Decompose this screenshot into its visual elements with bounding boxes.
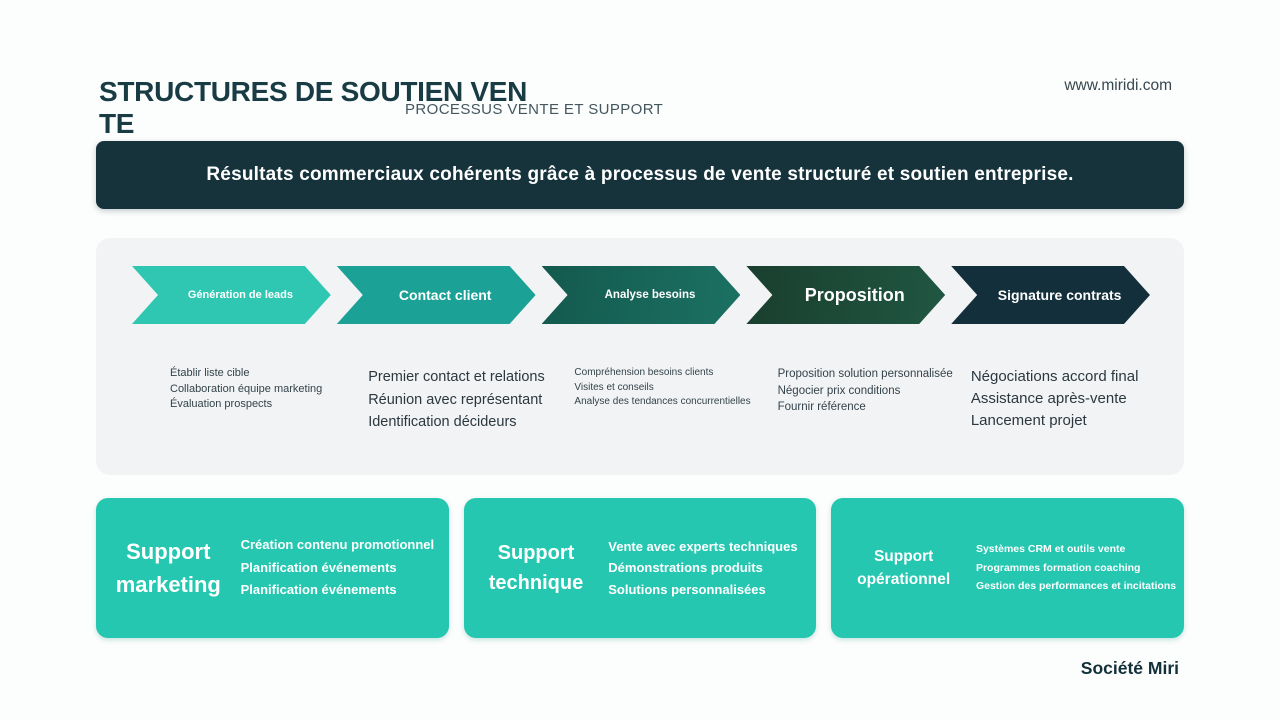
support-card-marketing: Support marketing Création contenu promo… [96,498,449,638]
process-detail-item: Visites et conseils [574,381,654,393]
company-name: Société Miri [1080,658,1179,678]
process-step-details: Négociations accord final Assistance apr… [963,366,1150,434]
process-step-label: Génération de leads [187,289,293,301]
process-detail-item: Analyse des tendances concurrentielles [574,396,751,407]
support-card-item: Solutions personnalisées [608,581,766,597]
process-step-details: Premier contact et relations Réunion ave… [355,366,547,434]
process-step-proposition: Proposition [746,266,945,324]
process-detail-item: Négociations accord final [970,368,1139,385]
support-card-item: Création contenu promotionnel [240,537,435,553]
process-detail-item: Compréhension besoins clients [574,367,714,378]
process-step-label: Contact client [398,287,492,303]
page-title-line-1: STRUCTURES DE SOUTIEN VEN [99,76,528,107]
process-step-label: Signature contrats [997,287,1122,303]
process-detail-item: Premier contact et relations [368,369,545,385]
process-step-details: Établir liste cible Collaboration équipe… [132,366,349,434]
process-detail-item: Lancement projet [970,412,1087,429]
process-panel: Génération de leads Contact client Analy… [96,238,1184,475]
support-card-title: Support opérationnel [857,547,951,588]
support-card-item: Gestion des performances et incitations [975,580,1177,593]
process-detail-item: Collaboration équipe marketing [170,382,323,395]
process-detail-item: Établir liste cible [170,367,250,379]
website-url: www.miridi.com [1064,77,1172,94]
support-card-item: Systèmes CRM et outils vente [975,543,1126,556]
support-card-list: Création contenu promotionnel Planificat… [241,534,449,602]
support-card-item: Planification événements [240,582,397,598]
process-detail-item: Proposition solution personnalisée [777,368,953,380]
key-message-text: Résultats commerciaux cohérents grâce à … [206,164,1074,185]
process-step-label: Analyse besoins [604,289,696,301]
process-step-generation-leads: Génération de leads [132,266,331,324]
page-title-line-2: TE [99,107,135,139]
process-step-analyse-besoins: Analyse besoins [542,266,741,324]
support-card-operationnel: Support opérationnel Systèmes CRM et out… [831,498,1186,638]
support-card-technique: Support technique Vente avec experts tec… [463,498,817,638]
support-card-item: Planification événements [240,559,397,575]
support-card-title: Support marketing [115,539,221,597]
page-title: STRUCTURES DE SOUTIEN VEN TE [99,76,527,140]
support-card-item: Programmes formation coaching [975,561,1141,574]
process-detail-item: Réunion avec représentant [368,391,543,408]
support-card-title: Support technique [488,542,584,594]
process-detail-item: Assistance après-vente [970,390,1127,407]
process-details-row: Établir liste cible Collaboration équipe… [132,366,1150,434]
process-step-signature-contrats: Signature contrats [951,266,1150,324]
process-step-contact-client: Contact client [337,266,536,324]
support-card-list: Vente avec experts techniques Démonstrat… [608,536,816,601]
process-detail-item: Fournir référence [777,401,866,413]
page-subtitle: PROCESSUS VENTE ET SUPPORT [405,101,664,118]
process-detail-item: Identification décideurs [368,414,517,430]
support-card-list: Systèmes CRM et outils vente Programmes … [976,540,1186,596]
support-cards-row: Support marketing Création contenu promo… [96,498,1186,638]
support-card-item: Démonstrations produits [608,560,763,576]
support-card-item: Vente avec experts techniques [608,538,798,554]
process-detail-item: Négocier prix conditions [777,384,901,397]
process-step-details: Compréhension besoins clients Visites et… [553,366,753,434]
key-message-banner: Résultats commerciaux cohérents grâce à … [96,141,1184,209]
process-detail-item: Évaluation prospects [170,398,273,410]
process-step-details: Proposition solution personnalisée Négoc… [760,366,957,434]
process-arrow-row: Génération de leads Contact client Analy… [132,266,1150,324]
process-step-label: Proposition [804,284,905,305]
